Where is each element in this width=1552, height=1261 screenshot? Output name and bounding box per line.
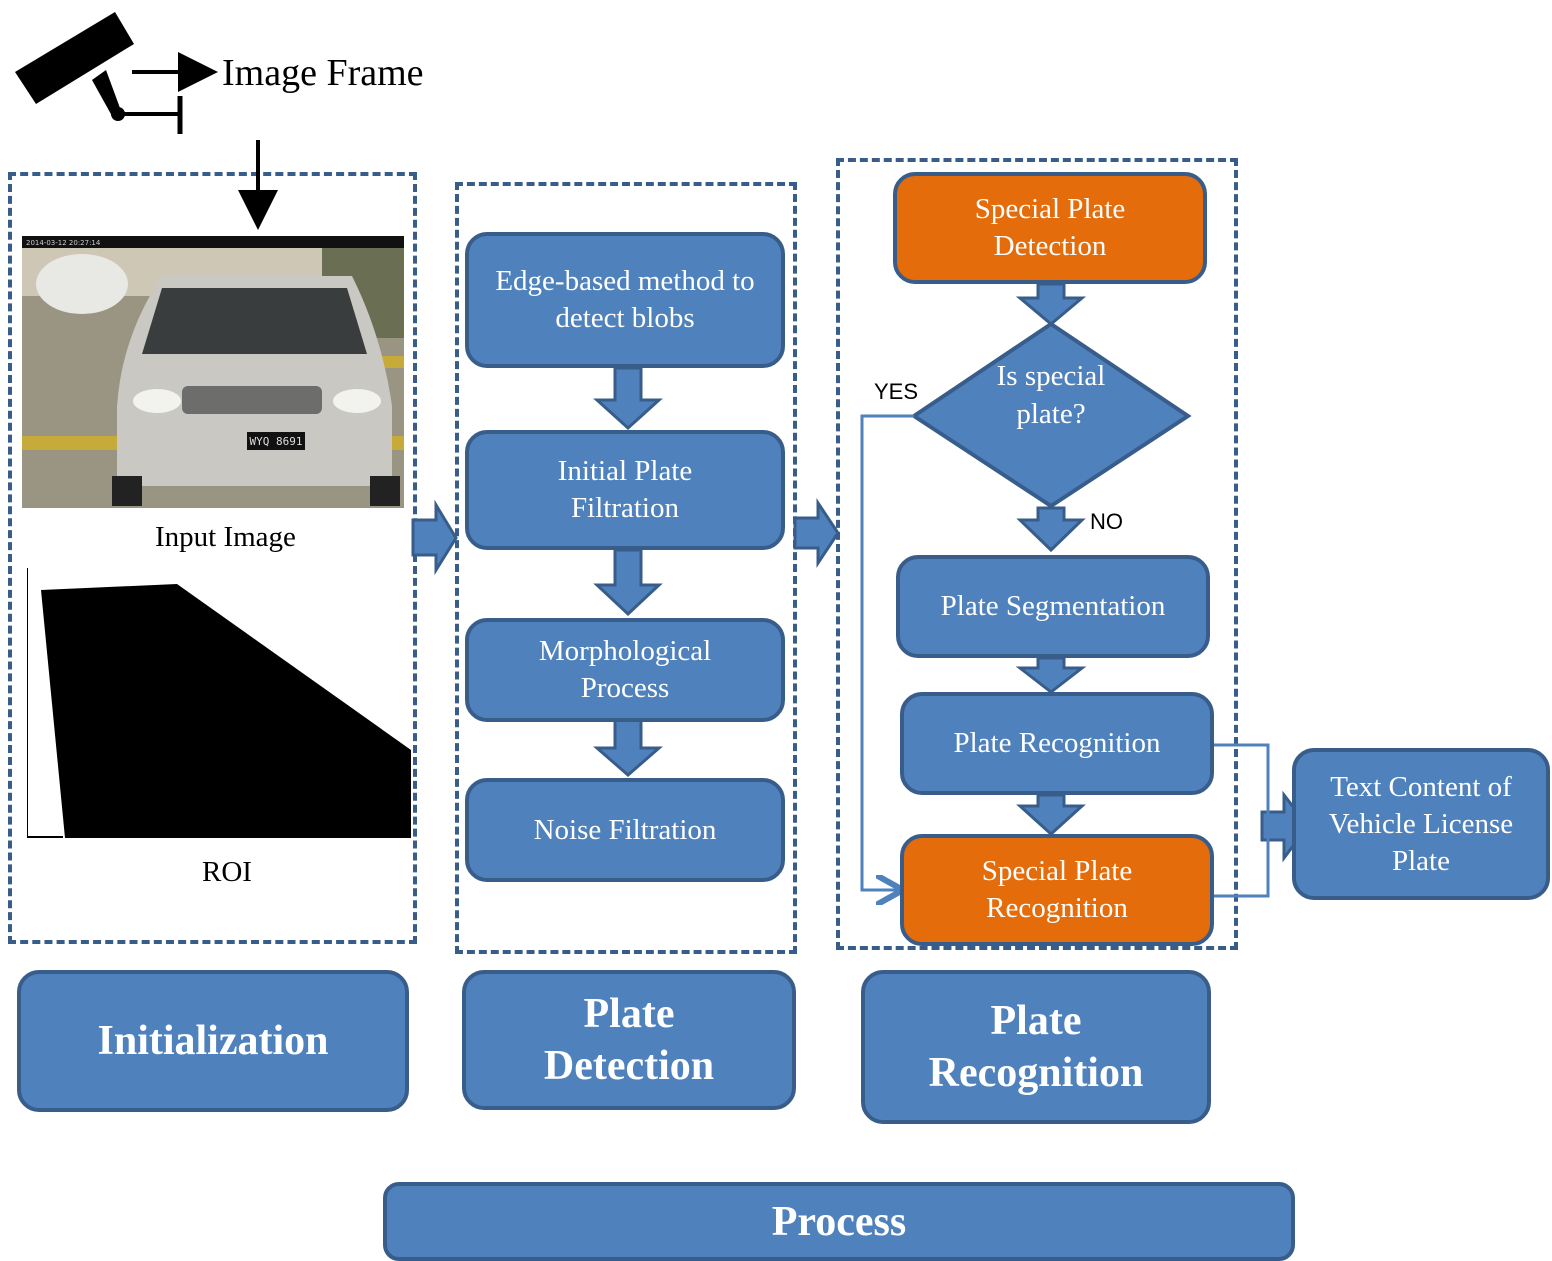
- detection-arrow-1: [593, 366, 663, 431]
- plate-detection-group: [455, 182, 797, 954]
- decision-text: Is special plate?: [996, 360, 1106, 430]
- plate-recognition-stage: Plate Recognition: [861, 970, 1211, 1124]
- camera-timestamp: 2014-03-12 20:27:14: [26, 239, 101, 247]
- plate-text: WYQ 8691: [250, 435, 303, 448]
- input-image-label: Input Image: [155, 521, 296, 553]
- camera-icon: [15, 12, 183, 134]
- initialization-group: [8, 172, 417, 944]
- detection-arrow-2: [593, 548, 663, 617]
- init-to-detection-arrow: [411, 499, 458, 576]
- input-image: WYQ 8691 2014-03-12 20:27:14: [22, 236, 404, 508]
- no-label: NO: [1090, 509, 1123, 534]
- recognition-arrow-2: [1016, 506, 1086, 553]
- plate-segmentation-step: Plate Segmentation: [896, 555, 1210, 658]
- output-box: Text Content of Vehicle License Plate: [1292, 748, 1550, 900]
- process-stage: Process: [383, 1182, 1295, 1261]
- image-frame-label: Image Frame: [222, 52, 424, 94]
- noise-filtration-step: Noise Filtration: [465, 778, 785, 882]
- roi-mask: [27, 568, 411, 838]
- recognition-arrow-3: [1015, 656, 1087, 694]
- special-plate-recognition-step: Special Plate Recognition: [900, 834, 1214, 946]
- recognition-arrow-4: [1016, 793, 1086, 837]
- initialization-stage: Initialization: [17, 970, 409, 1112]
- special-plate-detection-step: Special Plate Detection: [893, 172, 1207, 284]
- roi-label: ROI: [202, 856, 252, 888]
- recognition-to-output-line: [1214, 743, 1270, 898]
- edge-detection-step: Edge-based method to detect blobs: [465, 232, 785, 368]
- roi-image: [27, 568, 411, 838]
- recognition-arrow-1: [1015, 282, 1087, 326]
- plate-detection-stage: Plate Detection: [462, 970, 796, 1110]
- decision-diamond: [910, 321, 1192, 509]
- plate-recognition-step: Plate Recognition: [900, 692, 1214, 795]
- initial-plate-filtration-step: Initial Plate Filtration: [465, 430, 785, 550]
- morphological-process-step: Morphological Process: [465, 618, 785, 722]
- plate-recognition-group: [836, 158, 1238, 950]
- car-photo: WYQ 8691 2014-03-12 20:27:14: [22, 236, 404, 508]
- yes-path: [860, 414, 914, 890]
- detection-to-recognition-arrow: [793, 498, 840, 568]
- detection-arrow-3: [592, 718, 664, 777]
- yes-label: YES: [874, 379, 919, 404]
